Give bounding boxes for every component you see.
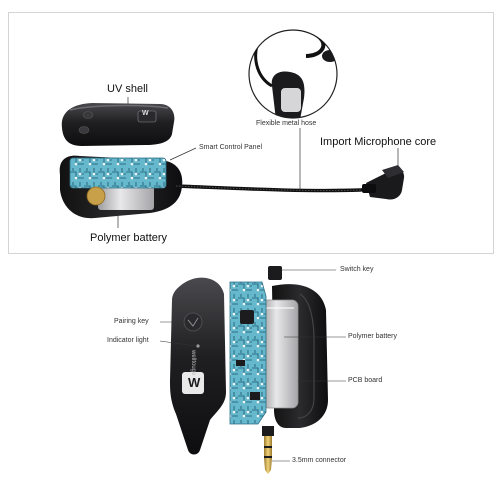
- switch-key-label: Switch key: [340, 266, 374, 273]
- flexible-hose-label: Flexible metal hose: [256, 120, 317, 127]
- indicator-light-label: Indicator light: [107, 337, 149, 344]
- bottom-pcb-shape: [229, 281, 267, 425]
- top-polymer-battery-label: Polymer battery: [90, 232, 168, 244]
- device-brand-text: welltouge: [190, 350, 196, 376]
- bottom-leader-lines: [159, 269, 346, 462]
- brand-logo-badge: [182, 372, 204, 394]
- indicator-light-dot: [196, 344, 200, 348]
- uv-shell-label: UV shell: [107, 83, 148, 95]
- connector-label: 3.5mm connector: [292, 457, 347, 464]
- device-body-exploded: [59, 155, 183, 219]
- switch-key-shape: [268, 266, 282, 280]
- device-logo-letter: W: [188, 375, 201, 390]
- headset-inset: [248, 29, 338, 119]
- bottom-polymer-battery-label: Polymer battery: [348, 333, 398, 340]
- top-battery-shape: [98, 184, 154, 210]
- pcb-board-label: PCB board: [348, 377, 383, 384]
- connector-3-5mm: [262, 426, 274, 474]
- mic-core-label: Import Microphone core: [320, 136, 437, 148]
- top-leader-lines: [117, 97, 399, 228]
- pairing-key-label: Pairing key: [114, 318, 149, 325]
- mic-capsule: [362, 165, 405, 200]
- bottom-front-shell: [170, 277, 226, 455]
- smart-control-panel-label: Smart Control Panel: [199, 144, 263, 151]
- bottom-battery-shape: [261, 299, 299, 409]
- uv-shell-badge: W: [142, 110, 149, 117]
- top-pcb-shape: [69, 157, 167, 189]
- pairing-key-button[interactable]: [183, 312, 203, 332]
- uv-shell-cover: [61, 103, 175, 146]
